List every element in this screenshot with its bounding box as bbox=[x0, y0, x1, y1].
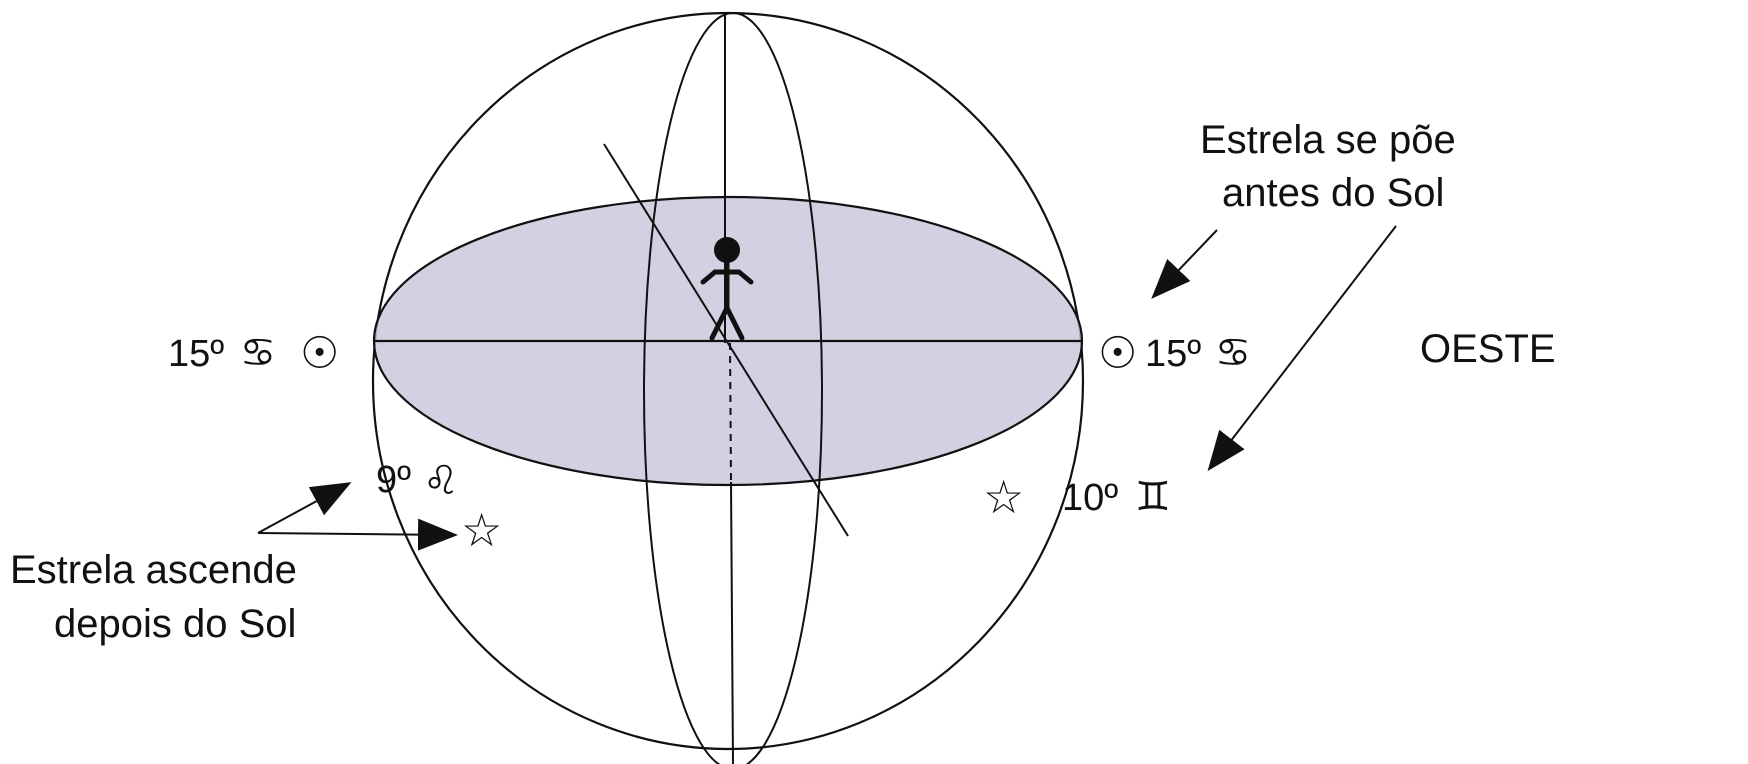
arrow-icon bbox=[257, 482, 352, 534]
rising-star-caption-line2: depois do Sol bbox=[54, 602, 296, 646]
sun-symbol-icon: ☉ bbox=[300, 328, 339, 379]
setting-star-caption-line2: antes do Sol bbox=[1222, 171, 1444, 215]
star-icon: ☆ bbox=[461, 503, 502, 557]
star-icon: ☆ bbox=[983, 470, 1024, 524]
arrow-icon bbox=[1207, 225, 1397, 472]
leo-sign-icon: ♌ bbox=[423, 458, 459, 504]
rising-star-degree: 9º bbox=[376, 459, 411, 501]
gemini-sign-icon: ♊ bbox=[1135, 474, 1171, 520]
cancer-sign-icon: ♋ bbox=[1215, 330, 1251, 376]
rising-star-caption-line1: Estrela ascende bbox=[10, 548, 297, 592]
arrow-icon bbox=[257, 518, 458, 551]
nadir-axis bbox=[730, 481, 734, 764]
right-sun-degree: 15º bbox=[1145, 333, 1201, 375]
arrow-icon bbox=[1151, 229, 1218, 299]
celestial-axis bbox=[603, 143, 849, 537]
setting-star-degree: 10º bbox=[1062, 477, 1118, 519]
sun-symbol-icon: ☉ bbox=[1098, 328, 1137, 379]
meridian-circle bbox=[643, 12, 823, 764]
left-sun-degree: 15º bbox=[168, 333, 224, 375]
setting-star-caption-line1: Estrela se põe bbox=[1200, 118, 1456, 162]
observer-icon bbox=[700, 237, 754, 341]
cancer-sign-icon: ♋ bbox=[240, 330, 276, 376]
west-label: OESTE bbox=[1420, 327, 1556, 371]
nadir-axis-hidden bbox=[729, 342, 732, 483]
